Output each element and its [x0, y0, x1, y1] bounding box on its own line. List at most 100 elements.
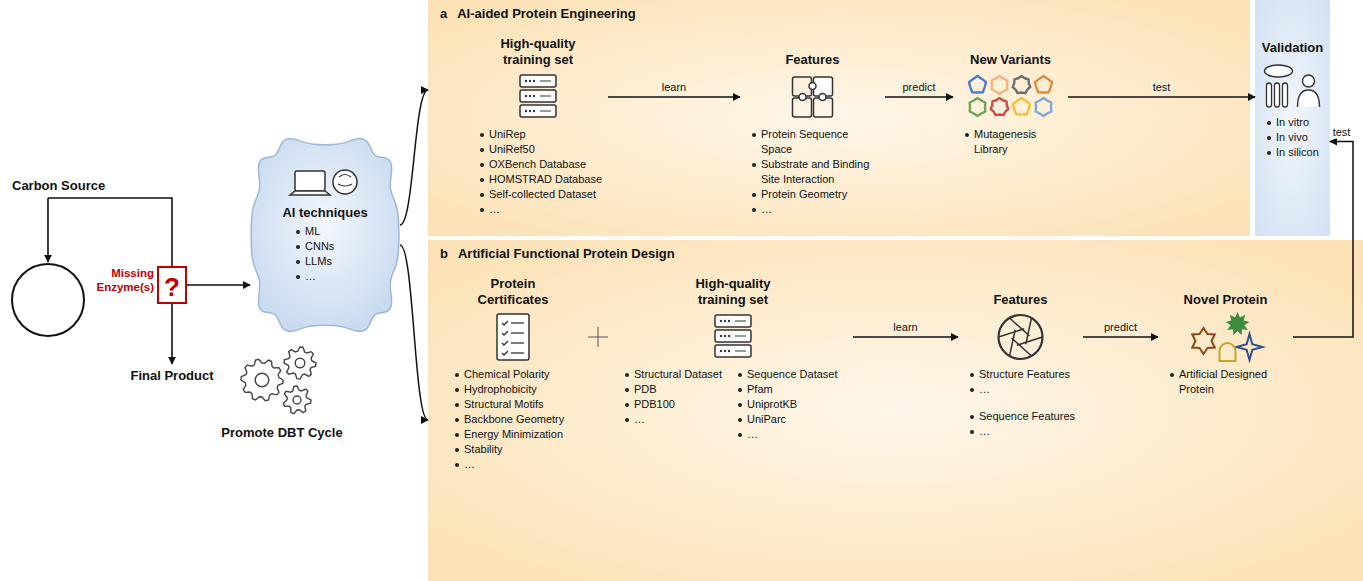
check-line: [511, 352, 524, 353]
gear-hub: [293, 396, 301, 404]
check-line: [511, 342, 524, 343]
item-list: Artificial Designed Protein: [1162, 367, 1289, 397]
puzzle-knob: [819, 94, 826, 101]
server-dot: [724, 335, 726, 337]
panel-letter: b: [440, 246, 448, 261]
list-item: PDB100: [623, 397, 736, 412]
edge-label: test: [1330, 125, 1354, 138]
server-dot: [533, 95, 535, 97]
server-dot: [525, 95, 527, 97]
person-head: [1303, 75, 1315, 87]
list-item: Structural Dataset: [623, 367, 736, 382]
server-dot: [529, 80, 531, 82]
server-dot: [525, 110, 527, 112]
pathway-line: [171, 304, 173, 364]
list-item: Hydrophobicity: [453, 382, 579, 397]
puzzle-knob: [799, 94, 806, 101]
check-line: [511, 332, 524, 333]
server-unit: [715, 315, 751, 327]
panel-node: bArtificial Functional Protein DesignPro…: [428, 240, 1363, 581]
check-mark: [502, 341, 508, 345]
test-tube: [1275, 83, 1280, 107]
server-unit: [715, 345, 751, 357]
edge-label: predict: [1101, 321, 1140, 334]
list-item: Chemical Polarity: [453, 367, 579, 382]
server-line: [540, 111, 551, 112]
list-item: CNNs: [294, 239, 396, 254]
variant-shape: [969, 76, 986, 93]
server-unit: [520, 75, 556, 87]
variant-shape: [992, 76, 1008, 94]
arrow-connector: [1083, 336, 1158, 338]
cloud-shape: [250, 135, 400, 335]
novel-icon: [1162, 311, 1289, 363]
aperture-icon: [962, 311, 1079, 363]
list-item: ML: [294, 224, 396, 239]
item-list: Protein Sequence SpaceSubstrate and Bind…: [744, 127, 881, 217]
cloud-outline: [251, 139, 399, 332]
plus-symbol: [588, 327, 608, 347]
panel-title: AI-aided Protein Engineering: [457, 6, 635, 21]
list-item: UniRef50: [478, 142, 604, 157]
list-item: Protein Sequence Space: [750, 127, 881, 157]
block-heading: High-quality training set: [683, 276, 783, 308]
variant-shape: [1036, 98, 1052, 116]
server-line: [735, 351, 746, 352]
block-node: Protein CertificatesChemical PolarityHyd…: [443, 270, 583, 476]
gears-icon: [241, 347, 316, 414]
panel-letter: a: [440, 6, 447, 21]
text-label: Promote DBT Cycle: [212, 425, 352, 440]
list-item: Sequence Dataset: [736, 367, 849, 382]
server-dot: [525, 80, 527, 82]
server-dot: [720, 350, 722, 352]
block-heading: New Variants: [970, 52, 1051, 68]
list-item: OXBench Database: [478, 157, 604, 172]
list-item: UniRep: [478, 127, 604, 142]
list-item: …: [623, 412, 736, 427]
missing-label: Missing Enzyme(s): [90, 266, 154, 294]
list-item: …: [750, 202, 881, 217]
gear-hub: [295, 358, 305, 368]
check-icon: [447, 311, 579, 363]
server-dot: [529, 110, 531, 112]
block-heading: Features: [993, 292, 1047, 308]
list-item: LLMs: [294, 254, 396, 269]
aperture-blade: [1017, 337, 1043, 345]
server-dot: [724, 350, 726, 352]
block-node: High-quality training setStructural Data…: [613, 270, 853, 446]
server-icon: [472, 71, 604, 123]
item-list: MLCNNsLLMs…: [254, 224, 396, 284]
question-mark: ?: [163, 272, 181, 302]
text-label: Carbon Source: [12, 178, 112, 193]
pathway-line: [47, 198, 49, 262]
check-mark: [502, 321, 508, 325]
panel-node: a AI-aided Protein EngineeringHigh-qualit…: [428, 0, 1250, 236]
server-dot: [533, 110, 535, 112]
list-item: Substrate and Binding Site Interaction: [750, 157, 881, 187]
cloud-heading: AI techniques: [282, 205, 367, 221]
list-item: Mutagenesis Library: [963, 127, 1064, 157]
protein-shape: [1226, 312, 1250, 335]
check-mark: [502, 331, 508, 335]
check-line: [511, 322, 524, 323]
server-dot: [724, 320, 726, 322]
block-node: High-quality training setUniRepUniRef50O…: [468, 30, 608, 221]
laptop-base: [290, 191, 330, 195]
server-dot: [529, 95, 531, 97]
edge-label: learn: [659, 81, 689, 94]
item-list: Structural DatasetPDBPDB100…Sequence Dat…: [617, 367, 849, 442]
server-dot: [720, 335, 722, 337]
block-node: ValidationIn vitroIn vivoIn silicon: [1255, 0, 1330, 236]
gear: [284, 347, 316, 379]
arrow-connector: [400, 245, 428, 420]
item-list: UniRepUniRef50OXBench DatabaseHOMSTRAD D…: [472, 127, 604, 217]
server-line: [735, 321, 746, 322]
list-item: Protein Geometry: [750, 187, 881, 202]
arrow-connector: [400, 90, 428, 225]
server-unit: [520, 105, 556, 117]
server-line: [540, 81, 551, 82]
edge-label: predict: [899, 81, 938, 94]
checklist-sheet: [497, 314, 529, 360]
block-node: FeaturesProtein Sequence SpaceSubstrate …: [740, 30, 885, 221]
petri-dish: [1265, 65, 1293, 77]
